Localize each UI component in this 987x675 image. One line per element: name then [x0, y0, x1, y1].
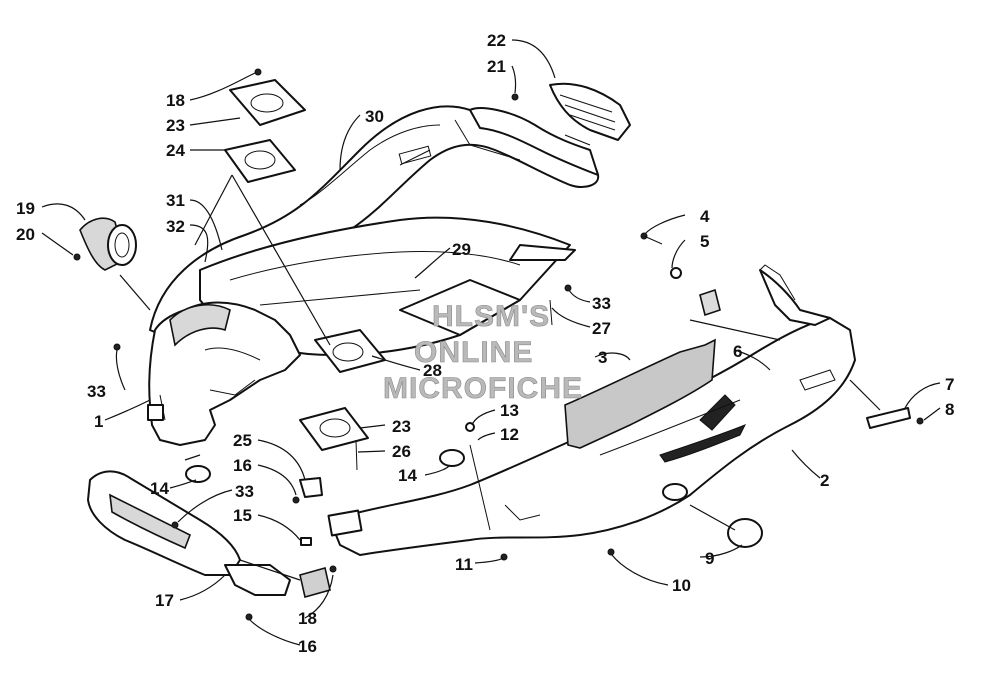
callout-25: 25	[233, 431, 252, 450]
callout-14: 14	[398, 466, 417, 485]
watermark-line-3: MICROFICHE	[383, 372, 583, 405]
callout-32: 32	[166, 217, 185, 236]
callout-18: 18	[166, 91, 185, 110]
callout-30: 30	[365, 107, 384, 126]
vent-grille-part	[549, 82, 631, 141]
callout-20: 20	[16, 225, 35, 244]
callout-7: 7	[945, 375, 954, 394]
insulation-pad-part	[564, 338, 716, 449]
watermark: HLSM'S ONLINE MICROFICHE	[383, 300, 583, 406]
boot-part	[79, 217, 137, 271]
callout-23: 23	[392, 417, 411, 436]
callout-leaders	[41, 39, 941, 646]
callout-5: 5	[700, 232, 709, 251]
callout-33: 33	[235, 482, 254, 501]
assembly-lines	[119, 134, 881, 581]
callout-21: 21	[487, 57, 506, 76]
callout-19: 19	[16, 199, 35, 218]
left-side-panel-part	[147, 301, 301, 446]
callout-26: 26	[392, 442, 411, 461]
callout-28: 28	[423, 361, 442, 380]
callout-16: 16	[233, 456, 252, 475]
callout-18: 18	[298, 609, 317, 628]
callout-3: 3	[598, 348, 607, 367]
callout-11: 11	[455, 555, 473, 574]
gasket-plates	[224, 79, 721, 598]
callout-17: 17	[155, 591, 174, 610]
callout-15: 15	[233, 506, 252, 525]
callout-2: 2	[820, 471, 829, 490]
callout-9: 9	[705, 549, 714, 568]
callout-1: 1	[94, 412, 103, 431]
callout-16: 16	[298, 637, 317, 656]
callout-labels: 22 21 18 23 24 30 19 20 31 32 29 4 5 33 …	[16, 31, 954, 656]
lower-bumper-part	[87, 470, 291, 596]
callout-12: 12	[500, 425, 519, 444]
callout-33: 33	[87, 382, 106, 401]
watermark-line-1: HLSM'S	[432, 300, 550, 333]
watermark-line-2: ONLINE	[414, 336, 533, 369]
callout-23: 23	[166, 116, 185, 135]
callout-4: 4	[700, 207, 710, 226]
hardware-items	[73, 68, 924, 621]
callout-24: 24	[166, 141, 185, 160]
callout-31: 31	[166, 191, 185, 210]
callout-29: 29	[452, 240, 471, 259]
callout-13: 13	[500, 401, 519, 420]
callout-8: 8	[945, 400, 954, 419]
callout-10: 10	[672, 576, 691, 595]
callout-33: 33	[592, 294, 611, 313]
callout-27: 27	[592, 319, 611, 338]
callout-6: 6	[733, 342, 742, 361]
callout-14: 14	[150, 479, 169, 498]
callout-22: 22	[487, 31, 506, 50]
